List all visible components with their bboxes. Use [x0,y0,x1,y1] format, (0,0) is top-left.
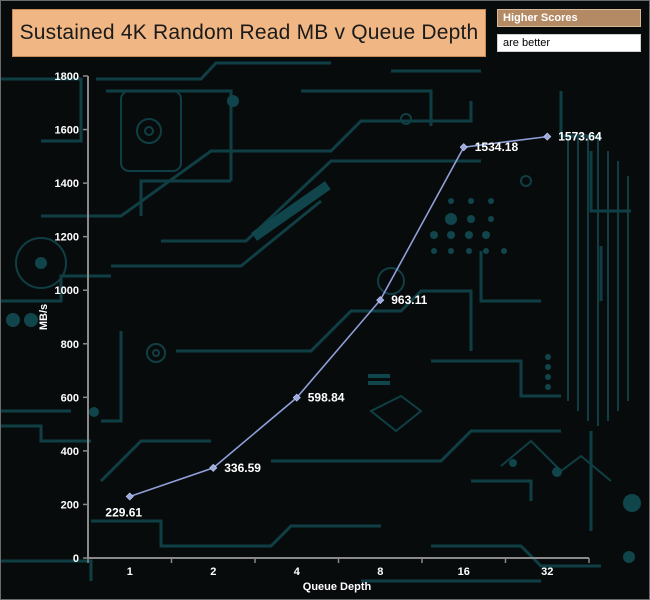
data-point [543,132,552,141]
y-tick-label: 1600 [55,125,79,137]
data-point [125,492,134,501]
data-label: 1534.18 [475,140,519,154]
legend-are-better: are better [497,34,641,52]
y-axis-label: MB/s [38,304,50,330]
x-axis-label: Queue Depth [303,581,372,593]
series-line [129,135,548,498]
x-tick-label: 32 [541,566,553,578]
y-tick-label: 1000 [55,285,79,297]
series-markers [125,132,552,501]
y-tick-label: 200 [61,499,79,511]
y-tick-label: 800 [61,339,79,351]
data-point [209,463,218,472]
y-tick-label: 400 [61,446,79,458]
data-label: 963.11 [391,293,427,307]
x-tick-label: 16 [458,566,470,578]
y-tick-label: 600 [61,392,79,404]
y-tick-label: 0 [73,553,79,565]
y-axis-ticks: 0 200 400 600 800 1000 1200 1400 1600 1800 [55,71,88,565]
chart-title-box: Sustained 4K Random Read MB v Queue Dept… [12,9,486,57]
data-label: 598.84 [308,391,345,405]
data-label: 229.61 [105,506,142,520]
data-label: 336.59 [224,461,261,475]
chart-title: Sustained 4K Random Read MB v Queue Dept… [19,21,479,44]
data-point [459,143,468,152]
data-labels: 229.61 336.59 598.84 963.11 1534.18 1573.64 [105,130,602,520]
y-tick-label: 1800 [55,71,79,83]
data-point [376,296,385,305]
x-tick-label: 2 [210,566,216,578]
legend-higher-scores: Higher Scores [497,9,641,27]
data-label: 1573.64 [558,130,602,144]
x-tick-label: 1 [127,566,133,578]
y-tick-label: 1200 [55,232,79,244]
data-point [292,393,301,402]
x-tick-label: 8 [377,566,383,578]
x-tick-label: 4 [294,566,301,578]
y-tick-label: 1400 [55,178,79,190]
x-axis-ticks: 1 2 4 8 16 32 [87,558,590,578]
